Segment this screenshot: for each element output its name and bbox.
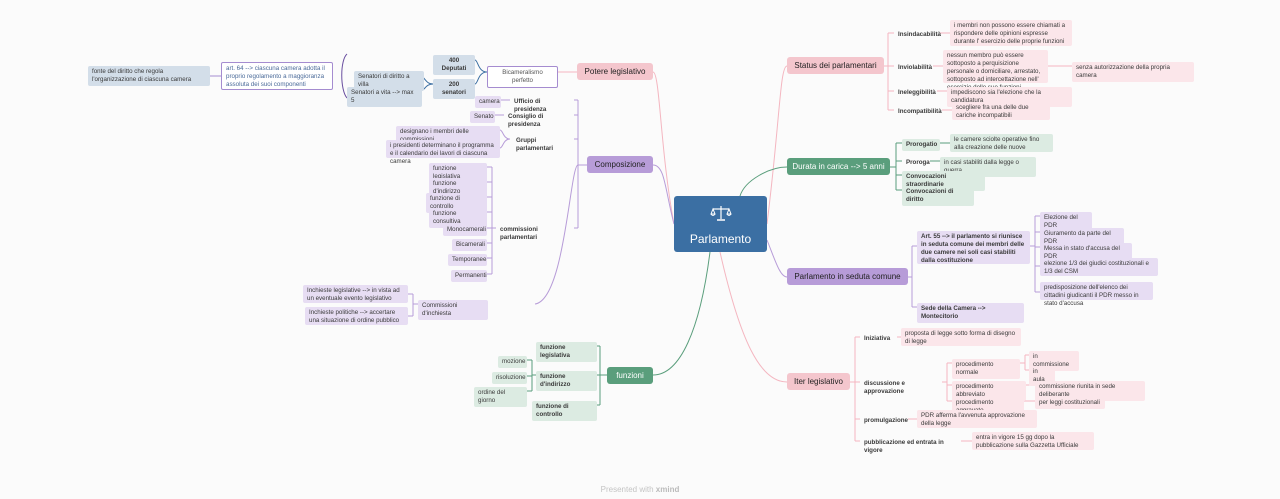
art64-node[interactable]: art. 64 --> ciascuna camera adotta il pr… [221,62,333,90]
promulgazione-text[interactable]: PDR afferma l'avvenuta approvazione dell… [917,410,1037,428]
autorizzazione-text[interactable]: senza autorizzazione della propria camer… [1072,62,1194,82]
pubblicazione-node[interactable]: pubblicazione ed entrata in vigore [864,439,944,454]
incompatibilita-node[interactable]: Incompatibilità [898,108,942,115]
inviolabilita-text[interactable]: nessun membro può essere sottoposto a pe… [943,50,1048,91]
insindacabilita-text[interactable]: i membri non possono essere chiamati a r… [950,20,1072,46]
inchieste-politiche-node[interactable]: Inchieste politiche --> accertare una si… [305,307,408,325]
insindacabilita-node[interactable]: Insindacabilità [898,31,941,38]
comm-bicamerali[interactable]: Bicamerali [452,239,487,251]
root-topic[interactable]: Parlamento [674,196,767,252]
proroga-node[interactable]: Proroga [906,159,930,166]
commissioni-parlamentari-node[interactable]: commissioni parlamentari [500,226,538,241]
incompatibilita-text[interactable]: scegliere fra una delle due cariche inco… [952,102,1050,120]
procedimento-abbreviato-node[interactable]: procedimento abbreviato [952,381,1026,401]
senatori-node[interactable]: 200 senatori [433,79,475,99]
comm-funzione-consultiva[interactable]: funzione consultiva [429,208,487,228]
art55-node[interactable]: Art. 55 --> il parlamento si riunisce in… [917,231,1030,264]
senatori-vita-node[interactable]: Senatori a vita --> max 5 [347,87,422,107]
footer: Presented with xmind [0,485,1280,494]
funzione-indirizzo-node[interactable]: funzione d'indirizzo [536,371,597,391]
iniziativa-node[interactable]: Iniziativa [864,335,891,342]
sede-node[interactable]: Sede della Camera --> Montecitorio [917,303,1024,323]
inviolabilita-node[interactable]: Inviolabilità [898,64,933,71]
fonte-node[interactable]: fonte del diritto che regola l'organizza… [88,66,210,86]
topic-seduta-comune[interactable]: Parlamento in seduta comune [787,268,908,285]
xmind-logo: xmind [655,485,680,494]
deputati-node[interactable]: 400 Deputati [433,55,475,75]
senato-node[interactable]: Senato [470,111,495,123]
comm-permanenti[interactable]: Permanenti [451,270,487,282]
comm-monocamerali[interactable]: Monocamerali [443,224,487,236]
inchieste-legislative-node[interactable]: Inchieste legislative --> in vista ad un… [303,285,408,303]
presidenti-node[interactable]: i presidenti determinano il programma e … [386,140,500,165]
topic-status[interactable]: Status dei parlamentari [787,57,884,74]
topic-iter-legislativo[interactable]: Iter legislativo [787,373,850,390]
seduta-item-elezione[interactable]: Elezione del PDR [1040,212,1092,232]
seduta-item-elenco[interactable]: predisposizione dell'elenco dei cittadin… [1040,282,1153,307]
commissioni-inchiesta-node[interactable]: Commissioni d'inchiesta [418,300,488,320]
aggravato-text[interactable]: per leggi costituzionali [1035,397,1105,409]
ordine-giorno-node[interactable]: ordine del giorno [474,387,527,407]
prorogatio-text[interactable]: le camere sciolte operative fino alla cr… [950,134,1053,152]
topic-funzioni[interactable]: funzioni [607,367,653,384]
seduta-item-giudici[interactable]: elezione 1/3 dei giudici costituzionali … [1040,258,1158,276]
abbreviato-text[interactable]: commissione riunita in sede deliberante [1035,381,1145,401]
bicameralismo-node[interactable]: Bicameralismo perfetto [487,66,558,88]
ineleggibilita-node[interactable]: Ineleggibilità [898,89,936,96]
risoluzione-node[interactable]: risoluzione [492,372,527,384]
iniziativa-text[interactable]: proposta di legge sotto forma di disegno… [901,328,1021,346]
scales-icon [710,206,732,221]
pubblicazione-text[interactable]: entra in vigore 15 gg dopo la pubblicazi… [972,432,1094,450]
prorogatio-node[interactable]: Prorogatio [902,139,940,151]
promulgazione-node[interactable]: promulgazione [864,417,909,424]
consiglio-presidenza-node[interactable]: Consiglio di presidenza [508,113,544,128]
camera-node[interactable]: camera [475,96,501,108]
convocazioni-diritto-node[interactable]: Convocazioni di diritto [902,186,974,206]
root-label: Parlamento [689,232,752,246]
ufficio-presidenza-node[interactable]: Ufficio di presidenza [514,98,547,113]
senatori-villa-node[interactable]: Senatori di diritto a villa [354,71,424,91]
funzione-legislativa-node[interactable]: funzione legislativa [536,342,597,362]
topic-potere-legislativo[interactable]: Potere legislativo [577,63,653,80]
topic-composizione[interactable]: Composizione [587,156,653,173]
gruppi-parlamentari-node[interactable]: Gruppi parlamentari [516,137,554,152]
topic-durata[interactable]: Durata in carica --> 5 anni [787,158,890,175]
discussione-node[interactable]: discussione e approvazione [864,380,905,395]
procedimento-normale-node[interactable]: procedimento normale [952,359,1020,379]
comm-temporanee[interactable]: Temporanee [448,254,487,266]
funzione-controllo-node[interactable]: funzione di controllo [532,401,597,421]
mozione-node[interactable]: mozione [498,356,527,368]
footer-text: Presented with [600,485,654,494]
